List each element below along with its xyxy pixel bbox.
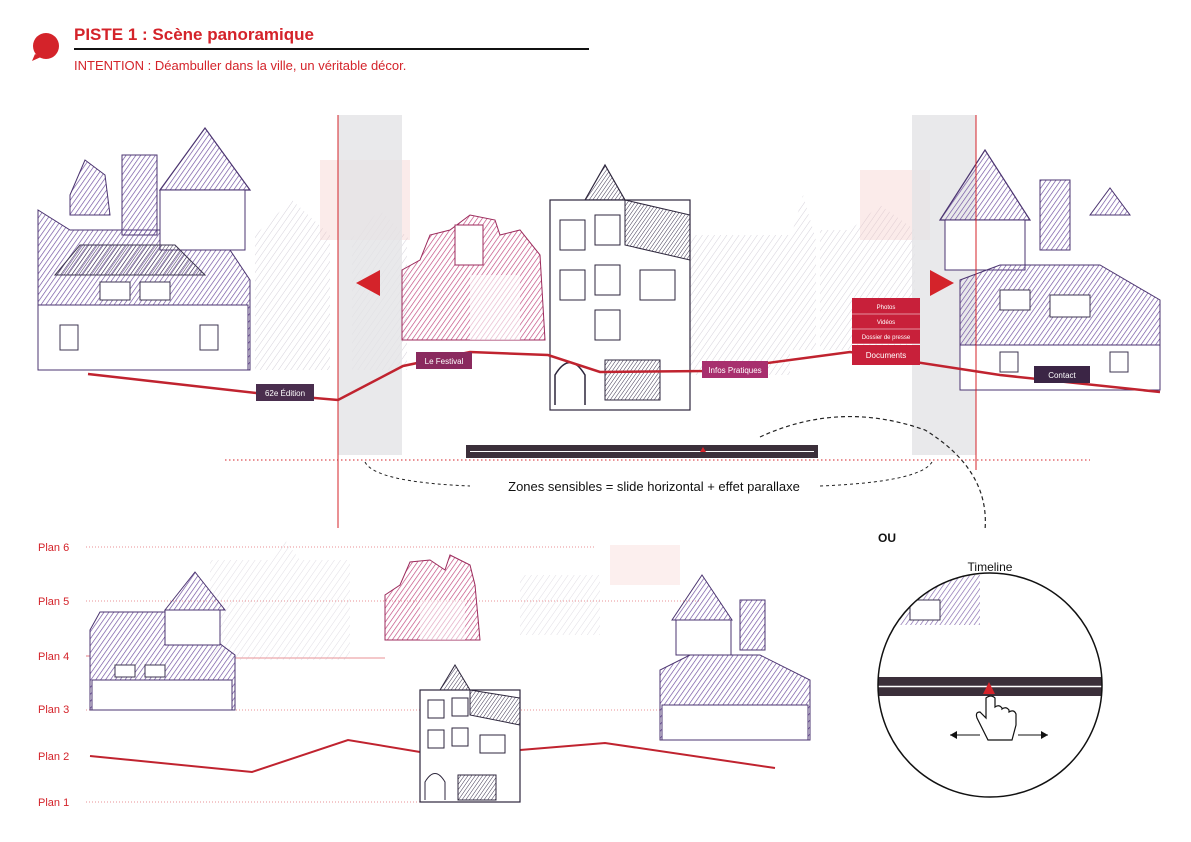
svg-text:Infos Pratiques: Infos Pratiques — [708, 366, 761, 375]
pink-buildings — [402, 215, 545, 340]
svg-text:Plan 6: Plan 6 — [38, 542, 69, 554]
menu-item-infos[interactable]: Infos Pratiques — [702, 361, 768, 378]
plan-labels: Plan 6 Plan 5 Plan 4 Plan 3 Plan 2 Plan … — [38, 542, 69, 809]
svg-text:62e Édition: 62e Édition — [265, 389, 305, 398]
timeline-label: Timeline — [968, 560, 1013, 574]
svg-text:Plan 4: Plan 4 — [38, 651, 69, 663]
svg-text:Vidéos: Vidéos — [877, 320, 895, 326]
menu-item-contact[interactable]: Contact — [1034, 366, 1090, 383]
timeline-bar[interactable] — [466, 445, 818, 458]
menu-item-festival[interactable]: Le Festival — [416, 352, 472, 369]
svg-text:Plan 5: Plan 5 — [38, 596, 69, 608]
svg-text:Documents: Documents — [866, 351, 906, 360]
zones-annotation-text: Zones sensibles = slide horizontal + eff… — [508, 479, 800, 494]
layer-plan-4-right-buildings — [660, 575, 810, 740]
svg-text:Le Festival: Le Festival — [425, 357, 464, 366]
svg-text:Plan 2: Plan 2 — [38, 751, 69, 763]
central-building — [550, 165, 690, 410]
svg-text:Plan 3: Plan 3 — [38, 704, 69, 716]
left-buildings — [38, 128, 250, 370]
or-label: OU — [878, 531, 896, 545]
menu-submenu-documents[interactable]: Photos Vidéos Dossier de presse Document… — [852, 298, 920, 365]
svg-text:Dossier de presse: Dossier de presse — [862, 335, 911, 341]
right-buildings — [940, 150, 1160, 390]
layer-plan-5-buildings — [385, 555, 480, 640]
zones-annotation-curve-left — [365, 462, 470, 486]
svg-text:Photos: Photos — [877, 305, 896, 311]
zones-annotation-curve-right — [820, 462, 932, 486]
menu-item-edition[interactable]: 62e Édition — [256, 384, 314, 401]
svg-text:Contact: Contact — [1048, 371, 1076, 380]
svg-text:Plan 1: Plan 1 — [38, 797, 69, 809]
layer-plan-1-building — [420, 665, 520, 802]
timeline-zoom-content — [870, 570, 1120, 810]
